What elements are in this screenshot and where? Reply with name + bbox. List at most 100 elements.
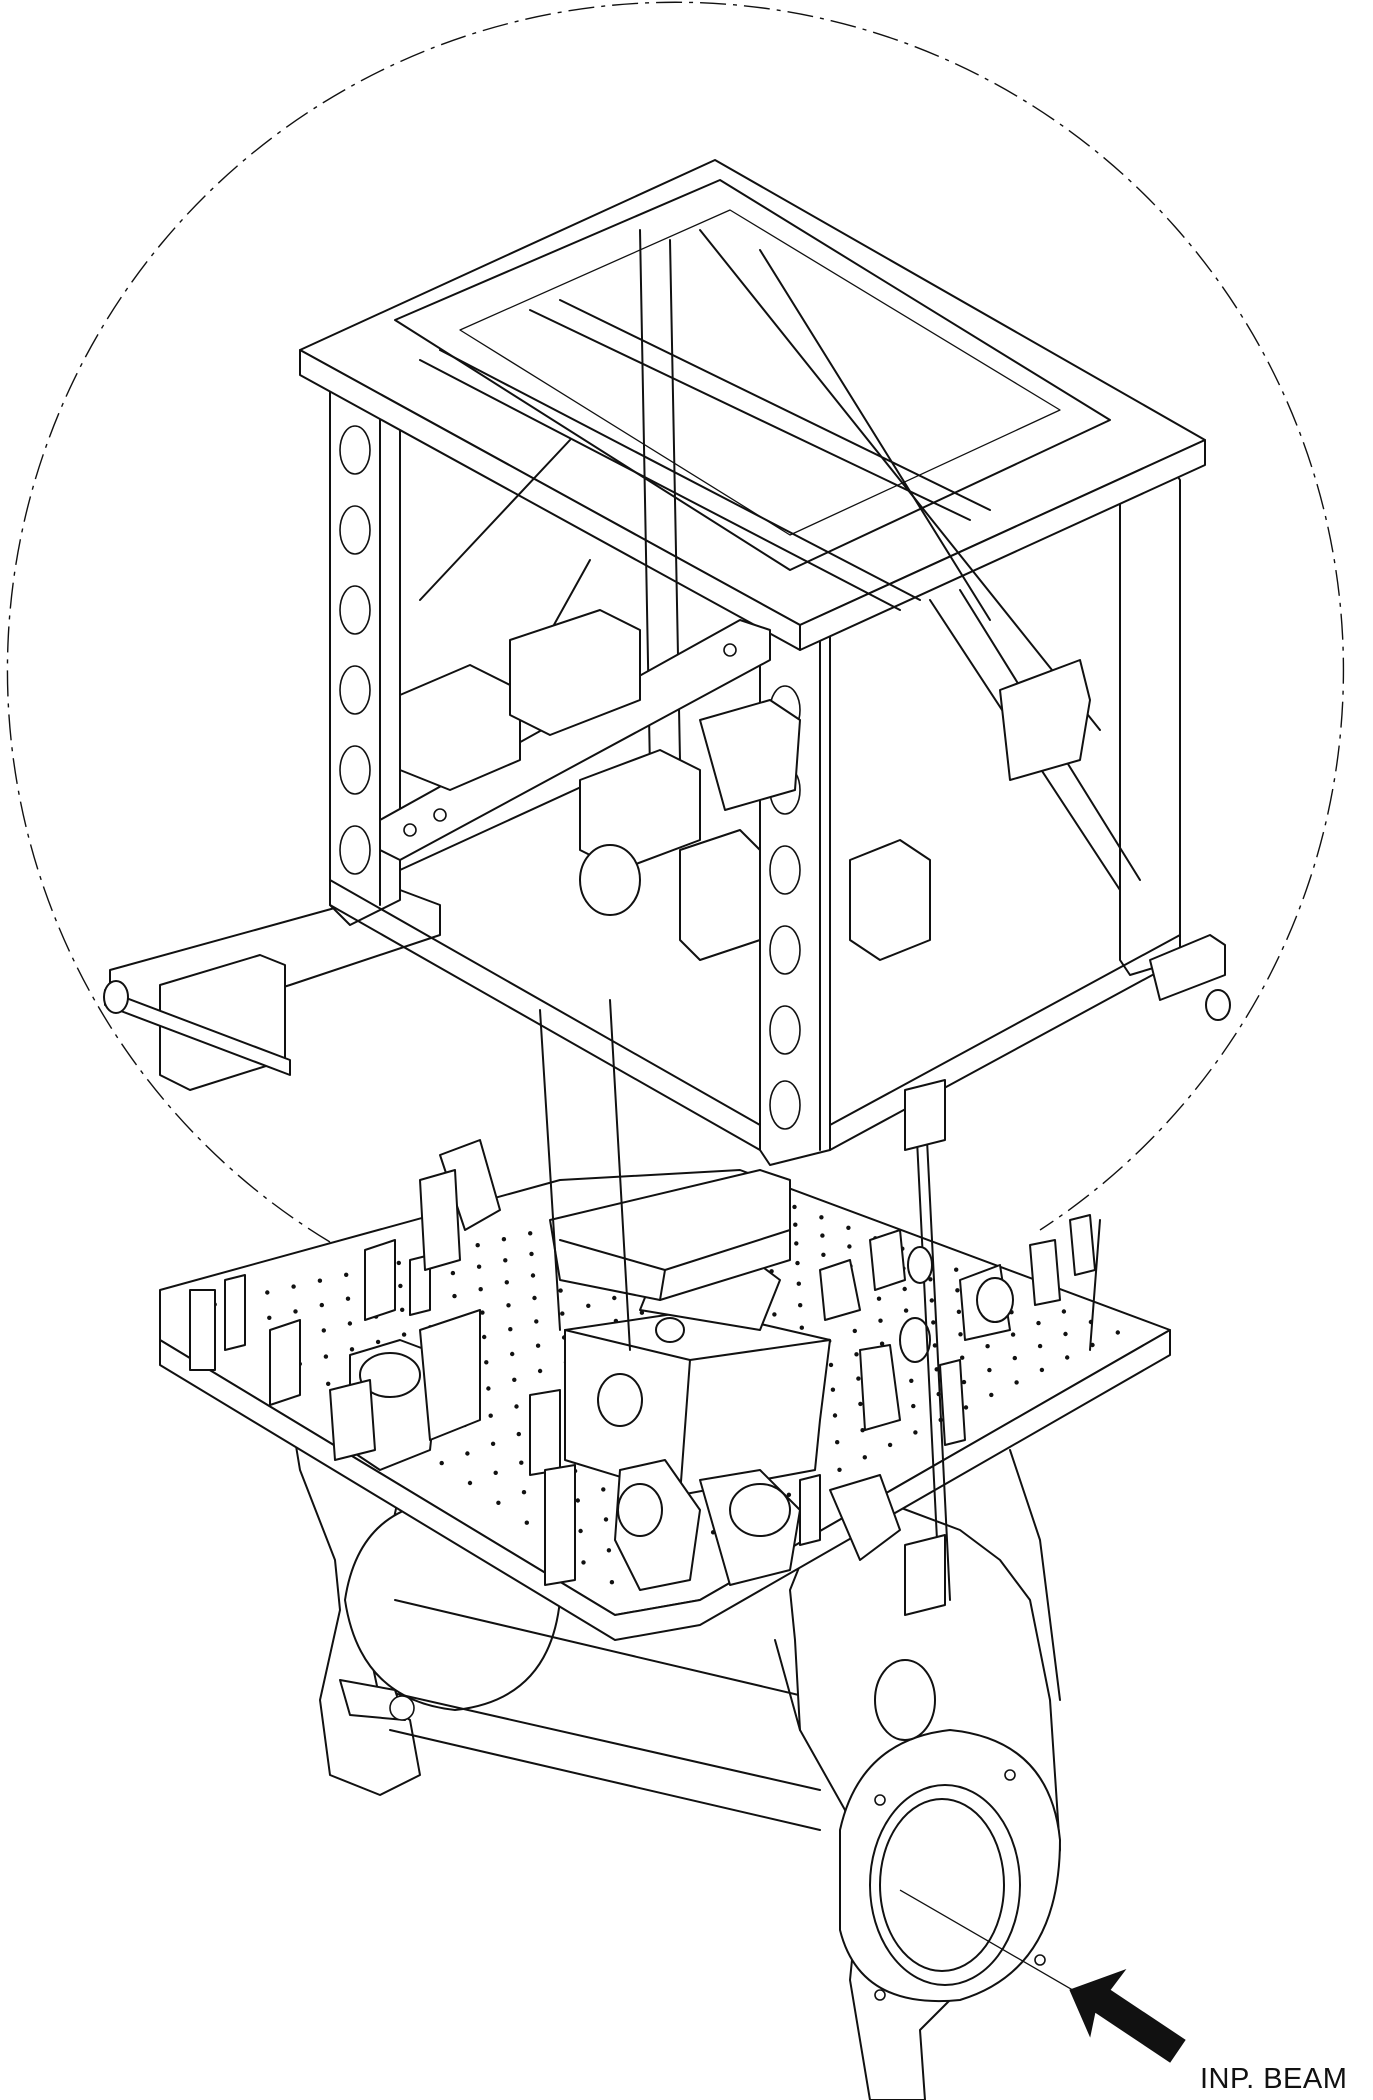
breadboard-hole xyxy=(856,1376,861,1381)
breadboard-hole xyxy=(862,1455,867,1460)
breadboard-hole xyxy=(439,1460,444,1466)
breadboard-hole xyxy=(989,1392,994,1398)
breadboard-hole xyxy=(578,1528,583,1534)
breadboard-hole xyxy=(792,1204,797,1210)
breadboard-hole xyxy=(558,1288,563,1293)
arrow-pointing-up-left-icon xyxy=(1069,1968,1186,2063)
breadboard-hole xyxy=(793,1222,798,1227)
breadboard-hole xyxy=(798,1303,803,1308)
breadboard-hole xyxy=(1010,1332,1016,1337)
breadboard-hole xyxy=(903,1308,909,1313)
breadboard-hole xyxy=(496,1500,501,1506)
breadboard-hole xyxy=(1039,1367,1045,1373)
breadboard-hole xyxy=(490,1441,496,1447)
breadboard-hole xyxy=(639,1310,645,1315)
breadboard-hole xyxy=(581,1560,586,1565)
breadboard-hole xyxy=(401,1332,407,1337)
breadboard-hole xyxy=(319,1302,324,1308)
breadboard-hole xyxy=(1037,1343,1043,1349)
breadboard-hole xyxy=(530,1273,536,1278)
breadboard-hole xyxy=(795,1260,800,1266)
breadboard-hole xyxy=(475,1243,480,1248)
breadboard-hole xyxy=(529,1251,534,1257)
breadboard-hole xyxy=(819,1215,824,1220)
lower-support-frame xyxy=(289,1409,1061,2100)
breadboard-hole xyxy=(1061,1309,1067,1314)
breadboard-hole xyxy=(484,1360,489,1365)
breadboard-hole xyxy=(956,1309,962,1315)
breadboard-hole xyxy=(512,1377,517,1383)
breadboard-hole xyxy=(504,1280,509,1285)
optical-components xyxy=(189,999,1101,1601)
breadboard-hole xyxy=(828,1362,834,1368)
breadboard-hole xyxy=(987,1367,992,1373)
breadboard-hole xyxy=(960,1355,965,1360)
breadboard-hole xyxy=(852,1328,857,1334)
breadboard-hole xyxy=(503,1258,508,1263)
envelope-phantom-circle xyxy=(6,1,1345,1243)
breadboard-hole xyxy=(560,1311,565,1316)
breadboard-hole xyxy=(1115,1330,1121,1335)
breadboard-hole xyxy=(961,1379,967,1385)
breadboard-hole xyxy=(913,1430,918,1435)
breadboard-hole xyxy=(493,1470,498,1476)
breadboard-hole xyxy=(878,1318,883,1323)
breadboard-hole xyxy=(396,1260,401,1266)
breadboard-hole xyxy=(291,1284,296,1289)
breadboard-hole xyxy=(1063,1331,1068,1337)
breadboard-hole xyxy=(514,1404,519,1409)
breadboard-hole xyxy=(452,1293,457,1299)
breadboard-hole xyxy=(467,1480,473,1486)
breadboard-hole xyxy=(321,1328,326,1333)
breadboard-hole xyxy=(958,1332,963,1337)
breadboard-hole xyxy=(932,1343,938,1348)
breadboard-hole xyxy=(909,1378,914,1384)
breadboard-hole xyxy=(344,1272,349,1278)
breadboard-hole xyxy=(532,1295,537,1301)
breadboard-hole xyxy=(832,1413,838,1418)
breadboard-hole xyxy=(612,1295,617,1301)
breadboard-hole xyxy=(799,1325,804,1330)
breadboard-hole xyxy=(501,1237,507,1242)
breadboard-hole xyxy=(603,1517,609,1522)
breadboard-hole xyxy=(820,1233,825,1238)
breadboard-hole xyxy=(1014,1380,1019,1385)
breadboard-hole xyxy=(535,1343,541,1348)
breadboard-hole xyxy=(528,1231,533,1236)
breadboard-hole xyxy=(486,1386,491,1391)
breadboard-hole xyxy=(524,1520,529,1525)
breadboard-hole xyxy=(347,1321,353,1326)
breadboard-hole xyxy=(488,1413,493,1418)
breadboard-hole xyxy=(609,1580,615,1585)
breadboard-hole xyxy=(293,1309,298,1314)
breadboard-hole xyxy=(326,1381,331,1387)
input-beam-indicator xyxy=(899,1889,1186,2063)
breadboard-hole xyxy=(323,1354,329,1359)
breadboard-hole xyxy=(954,1267,959,1272)
breadboard-hole xyxy=(534,1319,539,1324)
breadboard-hole xyxy=(879,1341,885,1346)
breadboard-hole xyxy=(786,1492,792,1498)
breadboard-hole xyxy=(794,1241,799,1246)
breadboard-hole xyxy=(985,1344,990,1349)
breadboard-hole xyxy=(606,1548,612,1553)
breadboard-hole xyxy=(349,1347,355,1352)
breadboard-hole xyxy=(902,1286,907,1292)
breadboard-hole xyxy=(931,1320,936,1325)
breadboard-hole xyxy=(516,1431,521,1437)
breadboard-hole xyxy=(450,1270,456,1276)
upper-cage-frame xyxy=(103,159,1231,1616)
breadboard-hole xyxy=(846,1225,851,1231)
breadboard-hole xyxy=(400,1307,405,1313)
breadboard-hole xyxy=(508,1327,513,1332)
breadboard-hole xyxy=(887,1442,893,1448)
breadboard-hole xyxy=(821,1252,826,1258)
breadboard-hole xyxy=(519,1460,524,1465)
breadboard-hole xyxy=(375,1339,381,1345)
breadboard-hole xyxy=(1012,1355,1017,1361)
breadboard-hole xyxy=(830,1387,836,1392)
breadboard-hole xyxy=(911,1403,916,1409)
breadboard-hole xyxy=(510,1351,515,1357)
breadboard-hole xyxy=(1065,1355,1070,1360)
